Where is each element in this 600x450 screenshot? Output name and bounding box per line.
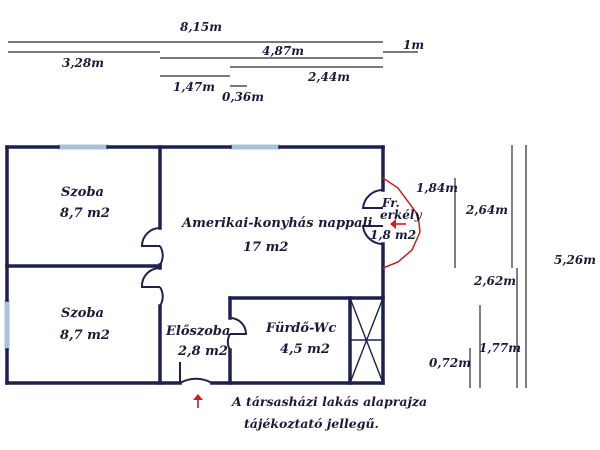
- bath-area: 4,5 m2: [280, 342, 330, 357]
- room2-area: 8,7 m2: [60, 328, 110, 343]
- balcony-area: 1,8 m2: [370, 228, 417, 242]
- dim-label-262: 2,62m: [474, 274, 516, 288]
- door-room2: [140, 266, 161, 288]
- balcony-outline: [382, 177, 421, 269]
- balcony-name-line2: erkély: [380, 208, 422, 222]
- dim-label-177: 1,77m: [479, 341, 521, 355]
- dim-label-264: 2,64m: [466, 203, 508, 217]
- balcony-name-line1: Fr.: [382, 196, 400, 210]
- balcony-arrow-icon: [390, 219, 406, 229]
- living-room-area: 17 m2: [243, 240, 289, 255]
- dim-label-right: 4,87m: [262, 44, 304, 58]
- door-balcony-b: [361, 225, 384, 246]
- dimension-lines-right: [454, 145, 527, 388]
- dim-label-1m: 1m: [403, 38, 425, 52]
- door-bath: [229, 317, 248, 335]
- door-balcony: [361, 188, 384, 209]
- dim-label-072: 0,72m: [429, 356, 471, 370]
- arrows: [193, 219, 406, 408]
- bath-name: Fürdő-Wc: [266, 321, 337, 336]
- hall-area: 2,8 m2: [178, 344, 228, 359]
- dimension-lines-top: [8, 41, 418, 87]
- windows: [4, 144, 280, 350]
- shower-box: [349, 297, 384, 384]
- room1-name: Szoba: [61, 185, 104, 200]
- door-bath-b: [226, 333, 231, 351]
- door-room2-b: [159, 286, 164, 307]
- note-line1: A társasházi lakás alaprajza: [232, 394, 428, 409]
- dim-label-147: 1,47m: [173, 80, 215, 94]
- door-room1-b: [159, 245, 164, 266]
- living-room-name: Amerikai-konyhás nappali: [182, 216, 373, 231]
- note-line2: tájékoztató jellegű.: [244, 416, 379, 431]
- dim-label-036: 0,36m: [222, 90, 264, 104]
- dim-label-total: 8,15m: [180, 20, 222, 34]
- hall-name: Előszoba: [166, 324, 231, 339]
- door-room1: [140, 227, 161, 247]
- dim-label-184: 1,84m: [416, 181, 458, 195]
- room2-name: Szoba: [61, 306, 104, 321]
- entrance-arrow-icon: [193, 394, 203, 408]
- dim-label-244: 2,44m: [308, 70, 350, 84]
- dim-label-526: 5,26m: [554, 253, 596, 267]
- dim-label-left: 3,28m: [62, 56, 104, 70]
- doors: [140, 188, 384, 384]
- room1-area: 8,7 m2: [60, 206, 110, 221]
- door-entrance: [179, 377, 213, 384]
